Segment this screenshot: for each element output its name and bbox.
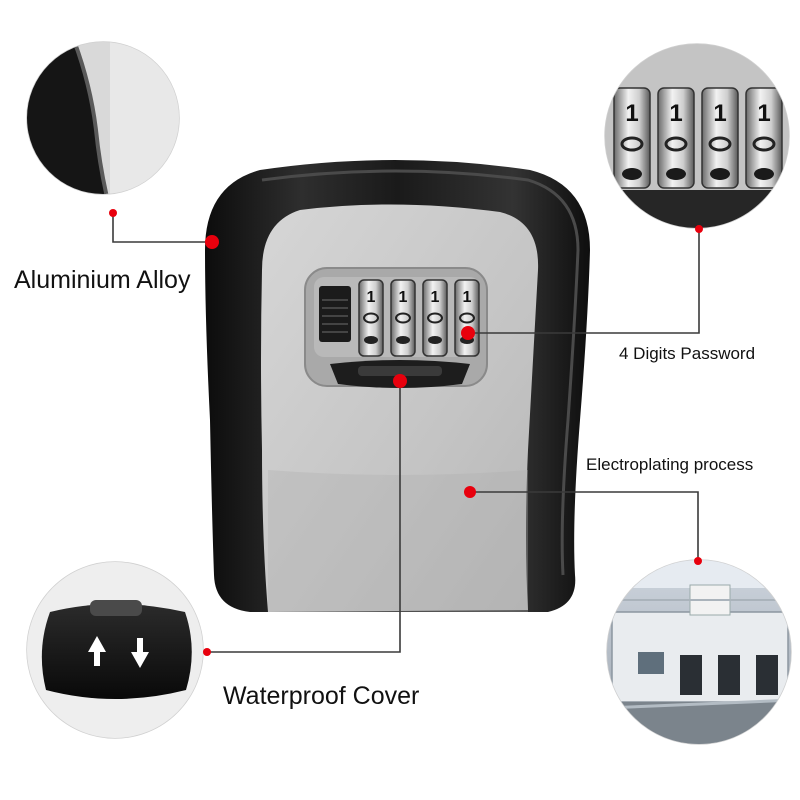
leader-line-alloy [112, 213, 212, 243]
panel-shade [268, 470, 528, 612]
dial-digit: 1 [625, 100, 638, 127]
callout-dot [464, 486, 476, 498]
callout-dot [393, 374, 407, 388]
cover-tab-grip [358, 366, 442, 376]
dial-wheel [358, 279, 384, 357]
dial-wheel [390, 279, 416, 357]
label-electroplating-process: Electroplating process [586, 455, 754, 474]
callout-dot [109, 209, 117, 217]
detail-circle-factory [606, 559, 792, 745]
dial-digit: 1 [431, 289, 440, 306]
dial-digit: 1 [669, 100, 682, 127]
callout-dot [694, 557, 702, 565]
dial-digit: 1 [757, 100, 770, 127]
callout-dot [205, 235, 219, 249]
label-waterproof-cover: Waterproof Cover [223, 682, 420, 710]
leader-line-password [468, 230, 700, 334]
leader-lines [112, 213, 700, 653]
dial-digit: 1 [367, 289, 376, 306]
callout-dot [461, 326, 475, 340]
dial-wheel [422, 279, 448, 357]
dial-digit: 1 [713, 100, 726, 127]
leader-line-cover [207, 381, 401, 653]
detail-circle-dials: 1 1 1 1 [604, 43, 790, 229]
detail-circle-alloy [26, 41, 180, 195]
callout-dots [109, 209, 703, 656]
arrow-down-icon [131, 638, 149, 668]
callout-dot [695, 225, 703, 233]
release-slider [319, 286, 351, 342]
dial-digit: 1 [463, 289, 472, 306]
lock-box: 1 1 1 1 [205, 160, 590, 612]
detail-circle-cover [26, 561, 204, 739]
arrow-up-icon [88, 636, 106, 666]
label-aluminium-alloy: Aluminium Alloy [14, 266, 191, 294]
label-4-digits-password: 4 Digits Password [619, 344, 756, 363]
leader-line-electro [470, 491, 699, 560]
dial-digit: 1 [399, 289, 408, 306]
slider-ridges [322, 299, 348, 333]
callout-dot [203, 648, 211, 656]
shell-rim [261, 169, 580, 576]
